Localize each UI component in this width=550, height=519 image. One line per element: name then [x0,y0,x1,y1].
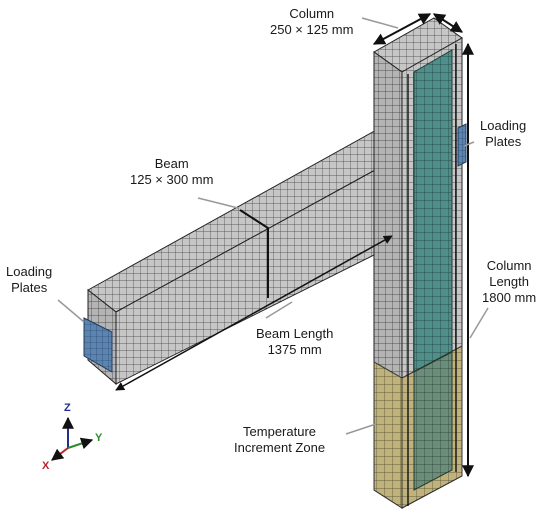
plates-left-leader [57,299,85,323]
loading-plates-right-label: Loading Plates [480,118,527,149]
axis-triad [51,416,94,461]
left-loading-plate [83,317,113,373]
axis-x-label: X [42,460,50,472]
column-depth-arrow [432,13,464,33]
axis-y-label: Y [95,432,103,444]
beam-label: Beam 125 × 300 mm [130,156,214,187]
plates-right-leader [463,141,475,147]
column-length-leader [469,307,489,339]
beam-length-label: Beam Length 1375 mm [256,326,334,357]
loading-plates-left-label: Loading Plates [6,264,53,295]
heat-zone-rebar [413,351,453,491]
column-label-leader [361,17,399,29]
beam-label-leader [197,197,239,209]
column-rebar-cage [413,49,453,381]
column-width-arrow [372,13,432,45]
column-label: Column 250 × 125 mm [270,6,354,37]
heat-zone-leader [345,423,377,435]
heat-zone-side [373,361,403,509]
column-length-label: Column Length 1800 mm [482,258,537,305]
axis-z-label: Z [64,402,71,414]
beam-length-arrow [115,235,393,391]
temperature-zone-label: Temperature Increment Zone [234,424,326,455]
beam-length-leader [265,301,293,319]
